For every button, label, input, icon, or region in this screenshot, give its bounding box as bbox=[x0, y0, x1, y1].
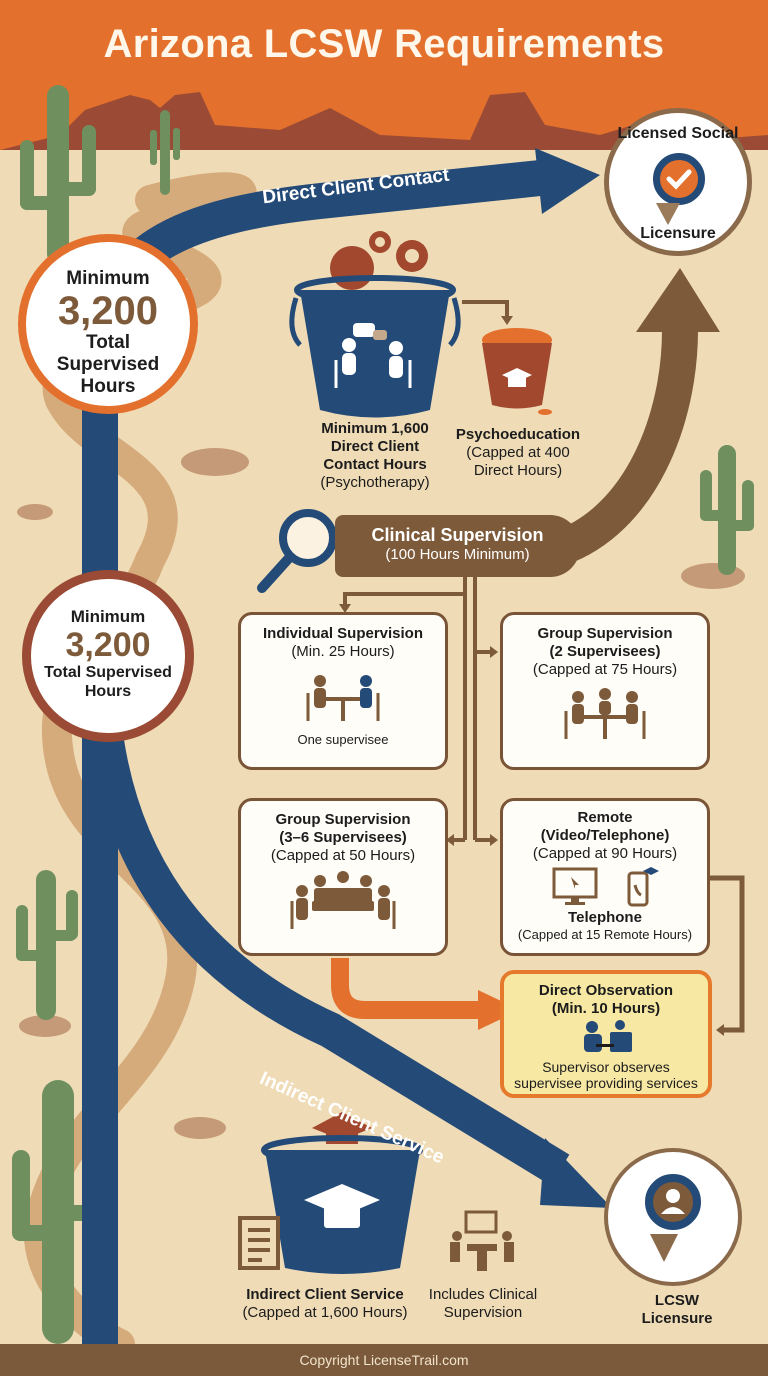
card-title: Group Supervision bbox=[537, 625, 673, 642]
lcsw-licensure-label: LCSW Licensure bbox=[612, 1292, 742, 1328]
indirect-service-arrow bbox=[82, 659, 570, 1186]
card-group-supervision-3-6: Group Supervision (3–6 Supervisees) (Cap… bbox=[238, 798, 448, 956]
card-title: (3–6 Supervisees) bbox=[279, 829, 407, 846]
psychoeducation-label: Psychoeducation (Capped at 400 Direct Ho… bbox=[448, 426, 588, 480]
hours-text: Hours bbox=[80, 376, 136, 397]
hours-text: Total Supervised bbox=[44, 664, 172, 681]
person-rosette-icon bbox=[645, 1174, 701, 1230]
text-line: Contact Hours bbox=[323, 456, 427, 473]
banner-title: Clinical Supervision bbox=[371, 525, 544, 545]
card-group-supervision-2: Group Supervision (2 Supervisees) (Cappe… bbox=[500, 612, 710, 770]
check-rosette-icon bbox=[653, 153, 705, 205]
text-line: Direct Client bbox=[330, 438, 420, 455]
card-title: Group Supervision bbox=[275, 811, 411, 828]
arrow-head bbox=[540, 1138, 612, 1208]
indirect-bucket-icon bbox=[261, 1112, 423, 1274]
card-title: Telephone bbox=[568, 909, 642, 926]
card-note: Supervisor observes bbox=[542, 1059, 670, 1075]
ribbon-icon bbox=[656, 203, 680, 225]
card-title: Direct Observation bbox=[538, 982, 674, 999]
clinical-supervision-banner: Clinical Supervision (100 Hours Minimum) bbox=[335, 515, 580, 577]
text-line: (Psychotherapy) bbox=[320, 474, 430, 491]
direct-contact-label: Minimum 1,600 Direct Client Contact Hour… bbox=[300, 420, 450, 492]
footer-copyright: Copyright LicenseTrail.com bbox=[0, 1344, 768, 1376]
card-note: One supervisee bbox=[297, 732, 389, 747]
mesa-silhouette bbox=[0, 92, 768, 152]
card-subtitle: (Capped at 75 Hours) bbox=[532, 661, 678, 678]
phone-icon bbox=[627, 867, 659, 907]
banner-subtitle: (100 Hours Minimum) bbox=[385, 546, 530, 563]
group-meeting-icon bbox=[564, 688, 646, 739]
hours-value: 3,200 bbox=[57, 289, 159, 333]
card-subtitle: (Capped at 50 Hours) bbox=[270, 847, 416, 864]
includes-supervision-label: Includes Clinical Supervision bbox=[418, 1286, 548, 1322]
cactus-icon bbox=[12, 85, 754, 1344]
text-line: Direct Hours) bbox=[473, 462, 563, 479]
badge-text-top: Licensed Social bbox=[617, 125, 739, 142]
total-hours-circle: Minimum 3,200 Total Supervised Hours bbox=[18, 234, 198, 414]
card-subtitle: (Capped at 15 Remote Hours) bbox=[517, 927, 693, 942]
badge-text-bottom: Licensure bbox=[640, 225, 716, 242]
psychoeducation-bucket-icon bbox=[482, 328, 552, 415]
text-line: Minimum 1,600 bbox=[321, 420, 429, 437]
text-line: Indirect Client Service bbox=[246, 1286, 404, 1303]
card-note: supervisee providing services bbox=[514, 1075, 698, 1091]
card-title: (2 Supervisees) bbox=[549, 643, 661, 660]
indirect-service-label: Indirect Client Service (Capped at 1,600… bbox=[230, 1286, 420, 1322]
text-line: LCSW bbox=[654, 1292, 700, 1309]
minimum-label: Minimum bbox=[66, 268, 150, 289]
meeting-icon bbox=[450, 1210, 514, 1271]
lcsw-licensure-badge bbox=[604, 1148, 742, 1286]
observation-icon bbox=[584, 1020, 632, 1052]
text-line: (Capped at 1,600 Hours) bbox=[242, 1304, 408, 1321]
hours-text: Total bbox=[86, 332, 130, 353]
page-title: Arizona LCSW Requirements bbox=[103, 22, 665, 66]
text-line: Licensure bbox=[641, 1310, 713, 1327]
hours-value: 3,200 bbox=[65, 626, 151, 664]
ribbon-icon bbox=[650, 1234, 678, 1262]
observation-arrow bbox=[331, 958, 480, 1019]
card-direct-observation: Direct Observation (Min. 10 Hours) Super… bbox=[500, 970, 712, 1098]
one-on-one-icon bbox=[306, 675, 380, 721]
monitor-icon bbox=[552, 867, 598, 905]
text-line: Includes Clinical bbox=[428, 1286, 538, 1303]
hours-text: Hours bbox=[84, 683, 132, 700]
text-line: Supervision bbox=[443, 1304, 523, 1321]
card-title: Individual Supervision bbox=[262, 625, 424, 642]
text-line: (Capped at 400 bbox=[466, 444, 570, 461]
total-hours-clock: Minimum 3,200 Total Supervised Hours bbox=[22, 570, 194, 742]
card-individual-supervision: Individual Supervision (Min. 25 Hours) O… bbox=[238, 612, 448, 770]
document-icon bbox=[238, 1216, 280, 1270]
text-line: Psychoeducation bbox=[455, 426, 581, 443]
licensed-social-badge: Licensed Social Licensure bbox=[604, 108, 752, 256]
card-subtitle: (Capped at 90 Hours) bbox=[532, 845, 678, 862]
minimum-label: Minimum bbox=[70, 607, 146, 626]
card-remote-supervision: Remote (Video/Telephone) (Capped at 90 H… bbox=[500, 798, 710, 956]
card-title: (Video/Telephone) bbox=[540, 827, 670, 844]
magnifier-icon bbox=[257, 509, 337, 593]
supervision-arrow bbox=[553, 329, 698, 565]
card-subtitle: (Min. 25 Hours) bbox=[291, 643, 395, 660]
hours-text: Supervised bbox=[56, 354, 160, 375]
card-title: Remote bbox=[577, 809, 633, 826]
therapy-session-icon bbox=[334, 323, 412, 388]
card-title: (Min. 10 Hours) bbox=[551, 1000, 661, 1017]
large-group-icon bbox=[290, 871, 396, 929]
arrow-head bbox=[535, 148, 600, 214]
